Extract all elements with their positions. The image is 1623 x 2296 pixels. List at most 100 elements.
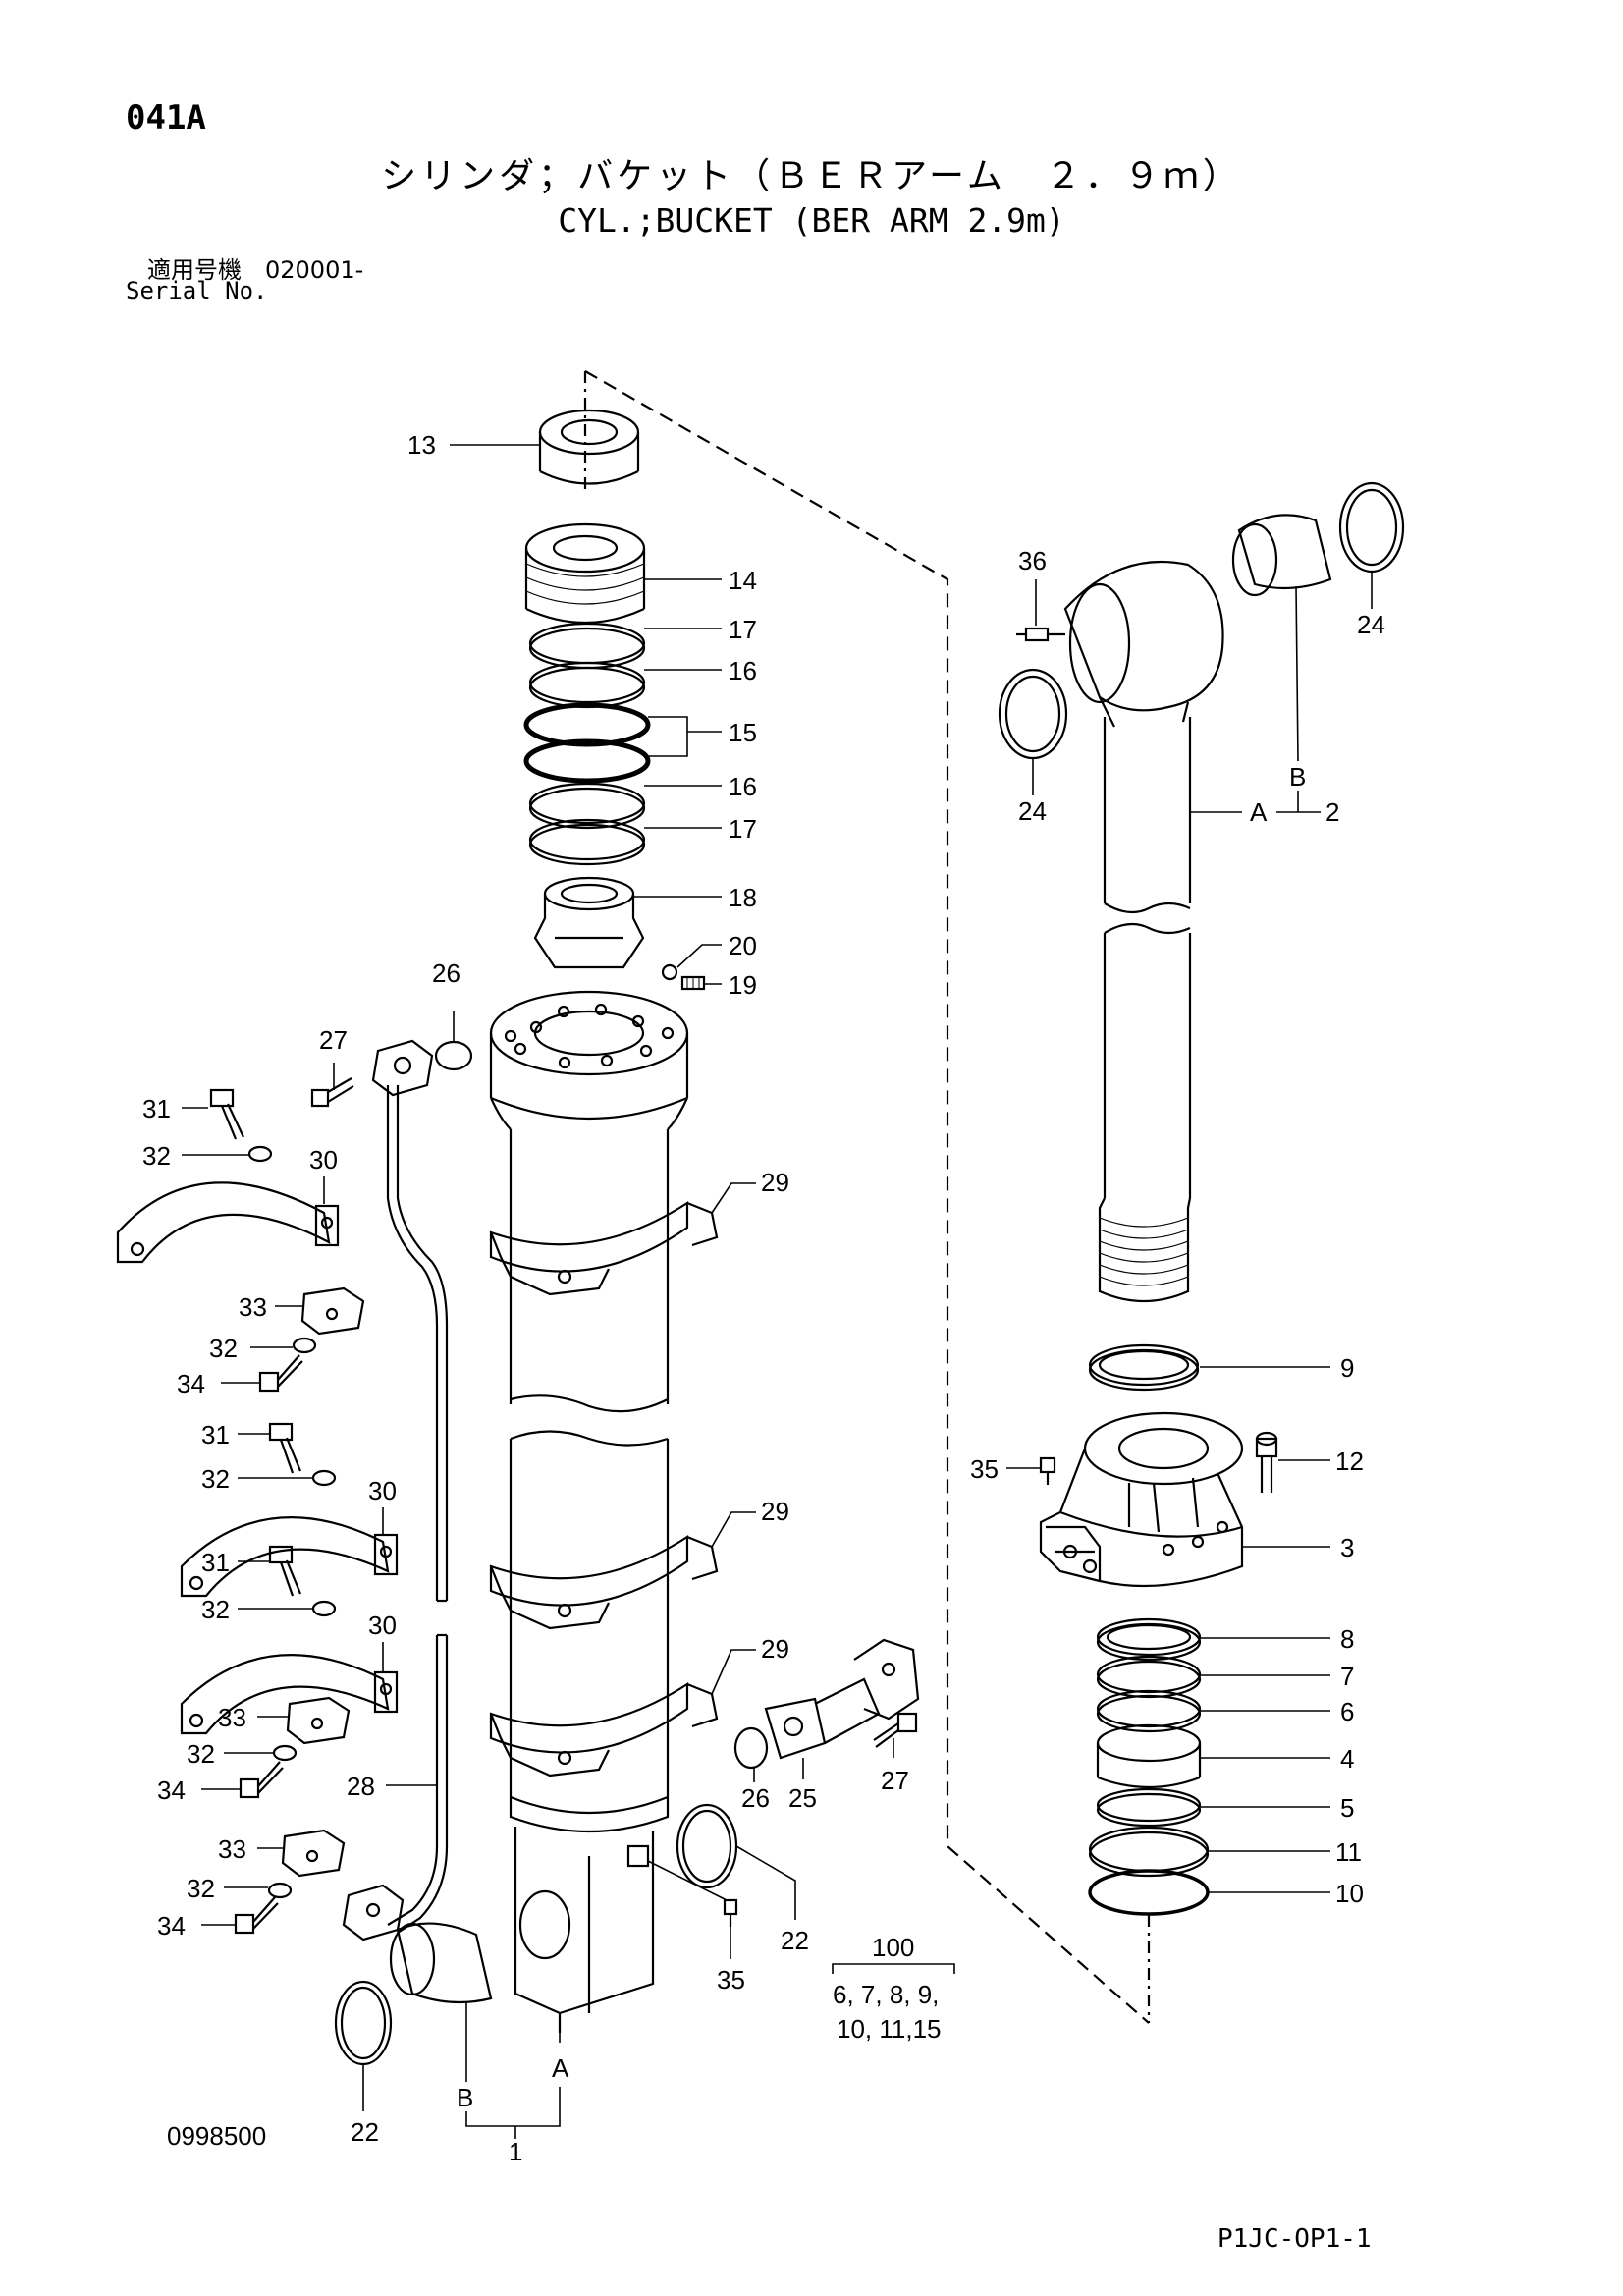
part-29-clamp-middle <box>489 1534 719 1630</box>
callout-26: 26 <box>432 958 460 988</box>
page-id: 041A <box>126 98 206 137</box>
part-20-ball <box>661 963 678 981</box>
callout-22: 22 <box>351 2117 379 2147</box>
callout-17: 17 <box>729 615 757 644</box>
callout-A: A <box>1250 797 1268 827</box>
callout-2: 2 <box>1325 797 1339 827</box>
part-16-ring-lower <box>528 782 646 830</box>
part-bushing-right <box>1231 514 1332 597</box>
title-english: CYL.;BUCKET (BER ARM 2.9m) <box>558 201 1065 240</box>
callout-34: 34 <box>157 1911 186 1941</box>
callout-34: 34 <box>157 1776 186 1805</box>
part-8-ring <box>1096 1617 1202 1662</box>
callout-A: A <box>552 2053 569 2083</box>
callout-20: 20 <box>729 931 757 960</box>
callout-16: 16 <box>729 656 757 685</box>
callout-9: 9 <box>1340 1353 1354 1383</box>
part-30-clamp-upper <box>116 1181 340 1264</box>
part-33-block-b <box>286 1696 351 1745</box>
part-33-block-c <box>281 1829 346 1878</box>
callout-32: 32 <box>201 1595 230 1624</box>
part-bushing-bottom <box>389 1922 493 2004</box>
part-30-clamp-lower <box>180 1654 399 1735</box>
callout-B: B <box>1289 762 1306 792</box>
callout-35: 35 <box>717 1965 745 1995</box>
callout-8: 8 <box>1340 1624 1354 1654</box>
kit-contents-line1: 6, 7, 8, 9, <box>833 1980 939 2009</box>
part-19-setscrew <box>680 975 706 991</box>
part-34-bolt-b <box>239 1761 284 1799</box>
drawing-number: 0998500 <box>167 2121 267 2151</box>
part-17-ring-lower <box>528 818 646 866</box>
part-9-ring <box>1088 1343 1200 1392</box>
title-japanese: シリンダ；バケット（ＢＥＲアーム ２．９ｍ） <box>381 156 1242 196</box>
part-24-seal-left <box>998 668 1068 760</box>
part-31-bolt-b <box>268 1422 302 1474</box>
callout-32: 32 <box>209 1334 238 1363</box>
part-31-bolt-a <box>209 1088 244 1140</box>
part-11-ring <box>1088 1826 1210 1878</box>
part-34-bolt-c <box>234 1896 279 1935</box>
leader-lines <box>182 444 1373 2139</box>
callout-35: 35 <box>970 1454 999 1484</box>
part-10-oring <box>1088 1869 1210 1916</box>
part-2-piston-rod <box>1063 560 1224 1303</box>
callout-18: 18 <box>729 883 757 912</box>
callout-15: 15 <box>729 718 757 747</box>
part-27-bolt-lower <box>873 1712 918 1748</box>
callout-34: 34 <box>177 1369 205 1398</box>
part-26-oring-upper <box>434 1040 473 1071</box>
part-17-ring-upper <box>528 622 646 670</box>
callout-11: 11 <box>1335 1837 1362 1867</box>
part-32-washer-d <box>311 1600 337 1617</box>
callout-22: 22 <box>781 1926 809 1955</box>
part-1-cylinder-tube-upper <box>489 990 689 1413</box>
part-13-bushing <box>538 409 640 485</box>
part-34-bolt-a <box>258 1354 303 1393</box>
part-3-rod-cover <box>1039 1411 1244 1588</box>
part-12-bolt <box>1255 1431 1278 1493</box>
callout-4: 4 <box>1340 1744 1354 1774</box>
kit-contents-line2: 10, 11,15 <box>837 2014 942 2044</box>
callout-33: 33 <box>239 1292 267 1322</box>
part-36-grease-fitting <box>1016 627 1065 642</box>
part-4-piston <box>1096 1723 1202 1789</box>
callout-1: 1 <box>509 2137 522 2166</box>
sheet-code: P1JC-OP1-1 <box>1217 2224 1372 2254</box>
callout-24: 24 <box>1018 796 1047 826</box>
part-28-elbow-top <box>371 1039 434 1097</box>
callout-32: 32 <box>142 1141 171 1171</box>
callout-B: B <box>457 2083 473 2112</box>
callout-16: 16 <box>729 772 757 801</box>
callout-36: 36 <box>1018 546 1047 575</box>
serial-label-english: Serial No. <box>126 277 268 304</box>
part-28-pipe <box>386 1085 449 1934</box>
callout-31: 31 <box>201 1548 230 1577</box>
callout-10: 10 <box>1335 1879 1364 1908</box>
part-22-seal-mid <box>676 1803 738 1889</box>
callout-7: 7 <box>1340 1662 1354 1691</box>
serial-label-japanese: 適用号機 020001- <box>147 256 364 284</box>
callout-27: 27 <box>319 1025 348 1055</box>
part-35-grease-fitting-left <box>723 1898 738 1927</box>
callout-27: 27 <box>881 1766 909 1795</box>
callout-5: 5 <box>1340 1793 1354 1823</box>
callout-32: 32 <box>187 1739 215 1769</box>
callout-12: 12 <box>1335 1447 1364 1476</box>
part-32-washer-c <box>311 1469 337 1487</box>
callout-32: 32 <box>201 1464 230 1494</box>
part-32-washer-b <box>292 1337 317 1354</box>
callout-25: 25 <box>788 1783 817 1813</box>
part-18-nut <box>533 876 645 969</box>
part-32-washer-f <box>267 1882 293 1899</box>
callout-17: 17 <box>729 814 757 844</box>
callout-32: 32 <box>187 1874 215 1903</box>
callout-14: 14 <box>729 566 757 595</box>
kit-callout-100: 100 <box>872 1933 914 1962</box>
part-35-grease-fitting-right <box>1039 1456 1056 1485</box>
callout-29: 29 <box>761 1168 789 1197</box>
part-32-washer-e <box>272 1744 298 1762</box>
callout-33: 33 <box>218 1703 246 1732</box>
part-27-bolt-upper <box>310 1077 354 1108</box>
